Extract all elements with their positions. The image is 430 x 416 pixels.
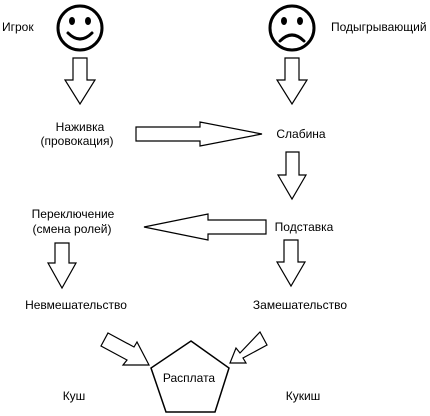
arrow-accomplice-to-weakness [275,57,309,106]
payoff-pentagon [150,340,230,413]
bait-label: Наживка [56,120,105,134]
confusion-label: Замешательство [253,298,348,312]
setup-label: Подставка [275,220,334,234]
win-outcome-label: Куш [63,389,86,403]
arrow-setup-to-switch [143,213,267,241]
arrow-switch-to-non-interference [46,242,78,290]
player-label: Игрок [2,20,34,34]
arrow-non-interference-to-payoff [100,332,150,366]
lose-outcome-label: Кукиш [286,389,321,403]
weakness-label: Слабина [276,127,326,141]
arrow-bait-to-weakness [135,121,263,147]
bait-sublabel: (провокация) [40,134,113,148]
sad-face-icon [268,4,316,52]
accomplice-label: Подыгрывающий [331,20,427,34]
payoff-label: Расплата [163,371,216,385]
arrow-confusion-to-payoff [229,330,268,364]
switch-sublabel: (смена ролей) [32,222,111,236]
switch-label: Переключение [32,207,115,221]
arrow-player-to-bait [63,57,97,106]
arrow-weakness-to-setup [276,151,308,201]
arrow-setup-to-confusion [275,239,307,288]
non-interference-label: Невмешательство [25,298,127,312]
happy-face-icon [56,4,104,52]
